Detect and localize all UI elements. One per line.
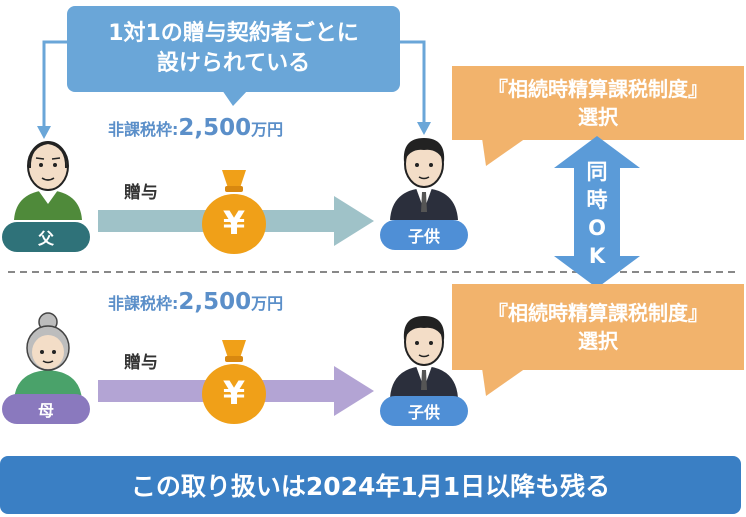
child-tag-upper: 子供 xyxy=(380,220,468,250)
lower-tax-unit: 万円 xyxy=(251,294,284,313)
upper-coin-bag: ¥ xyxy=(200,166,268,256)
lower-system-line2: 選択 xyxy=(578,329,618,353)
lower-tax-amount: 2,500 xyxy=(178,289,252,315)
child-avatar-upper xyxy=(390,138,458,220)
upper-yen-symbol: ¥ xyxy=(222,204,246,242)
father-tag: 父 xyxy=(2,222,90,252)
money-bag-icon xyxy=(202,170,266,254)
connector-to-child-head xyxy=(417,122,431,135)
ok-char-2: O xyxy=(588,216,606,240)
upper-system-pointer xyxy=(482,138,526,166)
mother-tag: 母 xyxy=(2,394,90,424)
lower-system-pointer xyxy=(482,368,526,396)
child-label-lower: 子供 xyxy=(407,403,440,422)
upper-tax-prefix: 非課税枠: xyxy=(108,120,179,139)
connector-to-father xyxy=(42,40,67,130)
upper-tax-amount: 2,500 xyxy=(178,115,252,141)
top-callout-line2: 設けられている xyxy=(156,51,311,76)
father-avatar xyxy=(14,141,82,220)
upper-system-line1: 『相続時精算課税制度』 xyxy=(488,77,708,101)
child-avatar-lower xyxy=(390,316,458,398)
callout-pointer xyxy=(222,90,248,106)
lower-coin-bag: ¥ xyxy=(200,336,268,426)
child-tag-lower: 子供 xyxy=(380,396,468,426)
lower-tax-prefix: 非課税枠: xyxy=(108,294,179,313)
bottom-banner-text: この取り扱いは2024年1月1日以降も残る xyxy=(130,472,611,501)
lower-gift-label: 贈与 xyxy=(124,353,158,373)
money-bag-icon xyxy=(202,340,266,424)
upper-system-callout: 『相続時精算課税制度』 選択 xyxy=(452,66,744,140)
connector-to-child xyxy=(400,40,426,126)
bottom-banner: この取り扱いは2024年1月1日以降も残る xyxy=(0,456,741,514)
simultaneous-ok-label: 同 時 O K xyxy=(574,158,620,270)
ok-char-3: K xyxy=(588,244,606,268)
mother-label: 母 xyxy=(37,401,54,420)
connector-to-father-head xyxy=(37,126,51,139)
upper-tax-label: 非課税枠:2,500万円 xyxy=(108,115,283,141)
upper-gift-label: 贈与 xyxy=(124,183,158,203)
father-label: 父 xyxy=(37,229,54,248)
ok-char-1: 時 xyxy=(586,188,608,212)
child-label-upper: 子供 xyxy=(407,227,440,246)
simultaneous-ok-arrow xyxy=(554,136,640,288)
ok-char-0: 同 xyxy=(586,160,608,184)
lower-system-callout: 『相続時精算課税制度』 選択 xyxy=(452,284,744,370)
lower-system-line1: 『相続時精算課税制度』 xyxy=(488,301,708,325)
lower-tax-label: 非課税枠:2,500万円 xyxy=(108,289,283,315)
upper-system-line2: 選択 xyxy=(578,105,618,129)
top-callout: 1対1の贈与契約者ごとに 設けられている xyxy=(67,6,400,92)
top-callout-line1: 1対1の贈与契約者ごとに xyxy=(108,21,359,46)
upper-tax-unit: 万円 xyxy=(251,120,284,139)
mother-avatar xyxy=(14,312,82,400)
lower-yen-symbol: ¥ xyxy=(222,374,246,412)
